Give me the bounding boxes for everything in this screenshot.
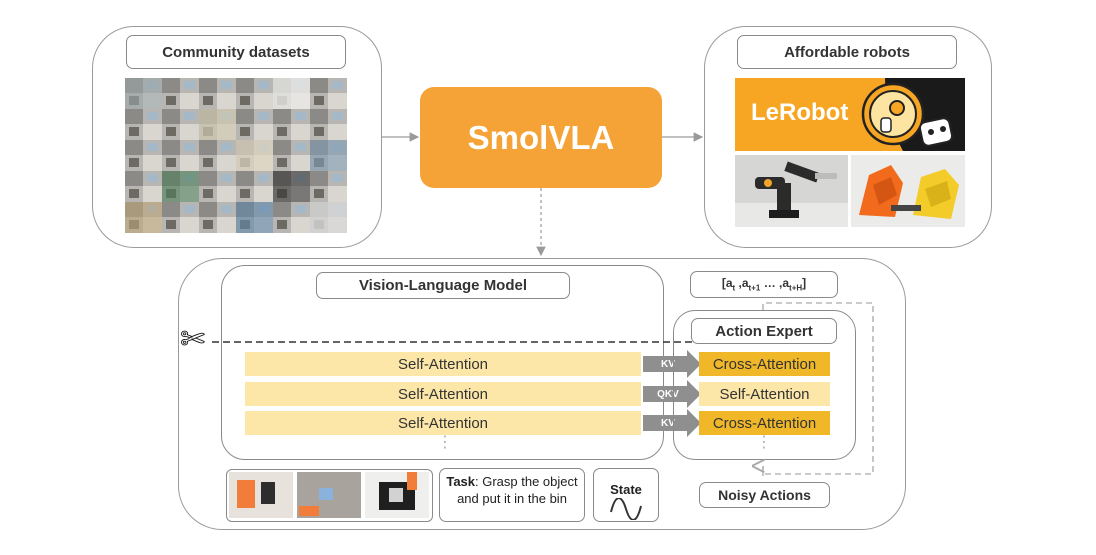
vlm-layer-2: Self-Attention <box>245 382 641 406</box>
action-expert-title: Action Expert <box>691 318 837 344</box>
connector-arrows <box>643 350 701 437</box>
state-label: State <box>610 482 642 497</box>
expert-layer-3: Cross-Attention <box>699 411 830 435</box>
smolvla-box: SmolVLA <box>420 87 662 188</box>
camera-images-strip <box>226 469 433 522</box>
community-datasets-title: Community datasets <box>126 35 346 69</box>
lerobot-logo-text: LeRobot <box>751 99 849 126</box>
cut-line <box>212 341 692 343</box>
state-wave-icon <box>610 497 642 521</box>
expert-layer-1: Cross-Attention <box>699 352 830 376</box>
task-text: : Grasp the object and put it in the bin <box>457 474 578 506</box>
scissors-icon: ✄ <box>180 323 206 356</box>
vlm-layer-3: Self-Attention <box>245 411 641 435</box>
lerobot-mascot-icon <box>861 78 965 151</box>
state-input: State <box>593 468 659 522</box>
vlm-title: Vision-Language Model <box>316 272 570 299</box>
lerobot-logo: LeRobot <box>735 78 965 151</box>
vlm-layer-1: Self-Attention <box>245 352 641 376</box>
task-label: Task <box>446 474 476 489</box>
noisy-actions-box: Noisy Actions <box>699 482 830 508</box>
expert-layer-2: Self-Attention <box>699 382 830 406</box>
dataset-mosaic-image <box>125 78 347 233</box>
vlm-more-layers-dots: ⋮ <box>437 434 453 451</box>
output-actions-label: [at ,at+1 … ,at+H] <box>721 276 807 293</box>
connector-label-kv-1: KV <box>661 358 675 370</box>
connector-label-kv-2: KV <box>661 417 675 429</box>
task-instruction: Task: Grasp the object and put it in the… <box>439 468 585 522</box>
affordable-robots-title: Affordable robots <box>737 35 957 69</box>
so100-arm-photo <box>735 155 848 227</box>
output-actions-box: [at ,at+1 … ,at+H] <box>690 271 838 298</box>
connector-label-qkv: QKV <box>657 388 679 400</box>
expert-more-layers-dots: ⋮ <box>756 434 772 451</box>
koch-arms-photo <box>851 155 965 227</box>
